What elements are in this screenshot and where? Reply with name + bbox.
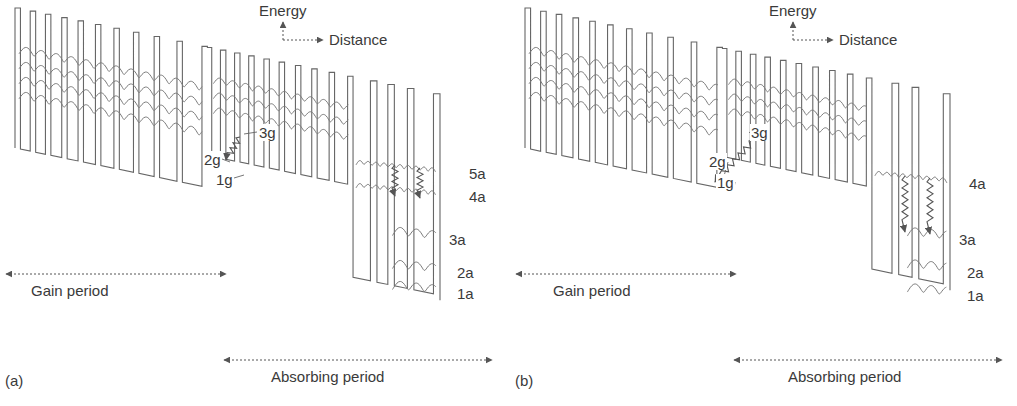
axis-label: Energy bbox=[768, 2, 818, 19]
panel-label: (a) bbox=[4, 372, 24, 389]
wavefunction bbox=[728, 109, 866, 140]
energy-level bbox=[875, 171, 947, 183]
period-arrow bbox=[6, 274, 226, 275]
conduction-band bbox=[15, 8, 440, 300]
level-label: 2a bbox=[966, 264, 985, 281]
transition-arrow bbox=[417, 168, 423, 198]
transition-arrow bbox=[902, 176, 908, 232]
energy-axis bbox=[793, 22, 794, 40]
band-panel bbox=[516, 8, 1002, 360]
period-label: Absorbing period bbox=[270, 368, 385, 385]
axis-label: Distance bbox=[328, 31, 388, 48]
wavefunction bbox=[529, 62, 718, 104]
energy-level bbox=[392, 260, 436, 270]
energy-level bbox=[907, 260, 946, 270]
level-label: 2g bbox=[708, 153, 727, 170]
wavefunction bbox=[19, 77, 202, 119]
wavefunction bbox=[213, 108, 348, 139]
level-label: 2a bbox=[456, 264, 475, 281]
wavefunction bbox=[213, 93, 348, 124]
level-label: 1g bbox=[716, 174, 735, 191]
level-label: 4a bbox=[468, 188, 487, 205]
period-label: Gain period bbox=[552, 282, 632, 299]
level-label: 1a bbox=[966, 287, 985, 304]
conduction-band bbox=[525, 8, 950, 290]
leader-line bbox=[222, 159, 230, 162]
wavefunction bbox=[213, 78, 348, 109]
wavefunction bbox=[529, 77, 718, 119]
transition-arrow bbox=[226, 137, 240, 160]
energy-level bbox=[907, 284, 946, 294]
energy-level bbox=[392, 227, 436, 237]
wavefunction bbox=[728, 79, 866, 110]
energy-axis bbox=[283, 22, 284, 40]
transition-arrow bbox=[927, 178, 933, 234]
distance-axis bbox=[283, 40, 323, 41]
axis-label: Energy bbox=[258, 2, 308, 19]
level-label: 5a bbox=[468, 165, 487, 182]
axis-label: Distance bbox=[838, 31, 898, 48]
level-label: 4a bbox=[968, 175, 987, 192]
wavefunction bbox=[728, 94, 866, 125]
wavefunction bbox=[19, 47, 202, 89]
level-label: 3a bbox=[958, 231, 977, 248]
period-arrow bbox=[516, 274, 736, 275]
band-panel bbox=[6, 8, 492, 360]
level-label: 2g bbox=[203, 151, 222, 168]
level-label: 1g bbox=[215, 171, 234, 188]
period-arrow bbox=[224, 360, 492, 361]
period-label: Gain period bbox=[30, 282, 110, 299]
transition-arrow bbox=[392, 165, 398, 196]
level-label: 3g bbox=[750, 124, 769, 141]
distance-axis bbox=[793, 40, 833, 41]
energy-level bbox=[907, 228, 946, 238]
energy-level bbox=[392, 281, 436, 291]
period-label: Absorbing period bbox=[787, 368, 902, 385]
panel-label: (b) bbox=[514, 372, 534, 389]
wavefunction bbox=[529, 47, 718, 89]
leader-line bbox=[234, 175, 244, 178]
level-label: 3a bbox=[448, 231, 467, 248]
wavefunction bbox=[19, 62, 202, 104]
level-label: 1a bbox=[456, 285, 475, 302]
period-arrow bbox=[734, 360, 1002, 361]
wavefunction bbox=[529, 92, 718, 134]
wavefunction bbox=[19, 92, 202, 134]
leader-line bbox=[244, 132, 257, 134]
level-label: 3g bbox=[258, 124, 277, 141]
energy-level bbox=[356, 184, 436, 195]
